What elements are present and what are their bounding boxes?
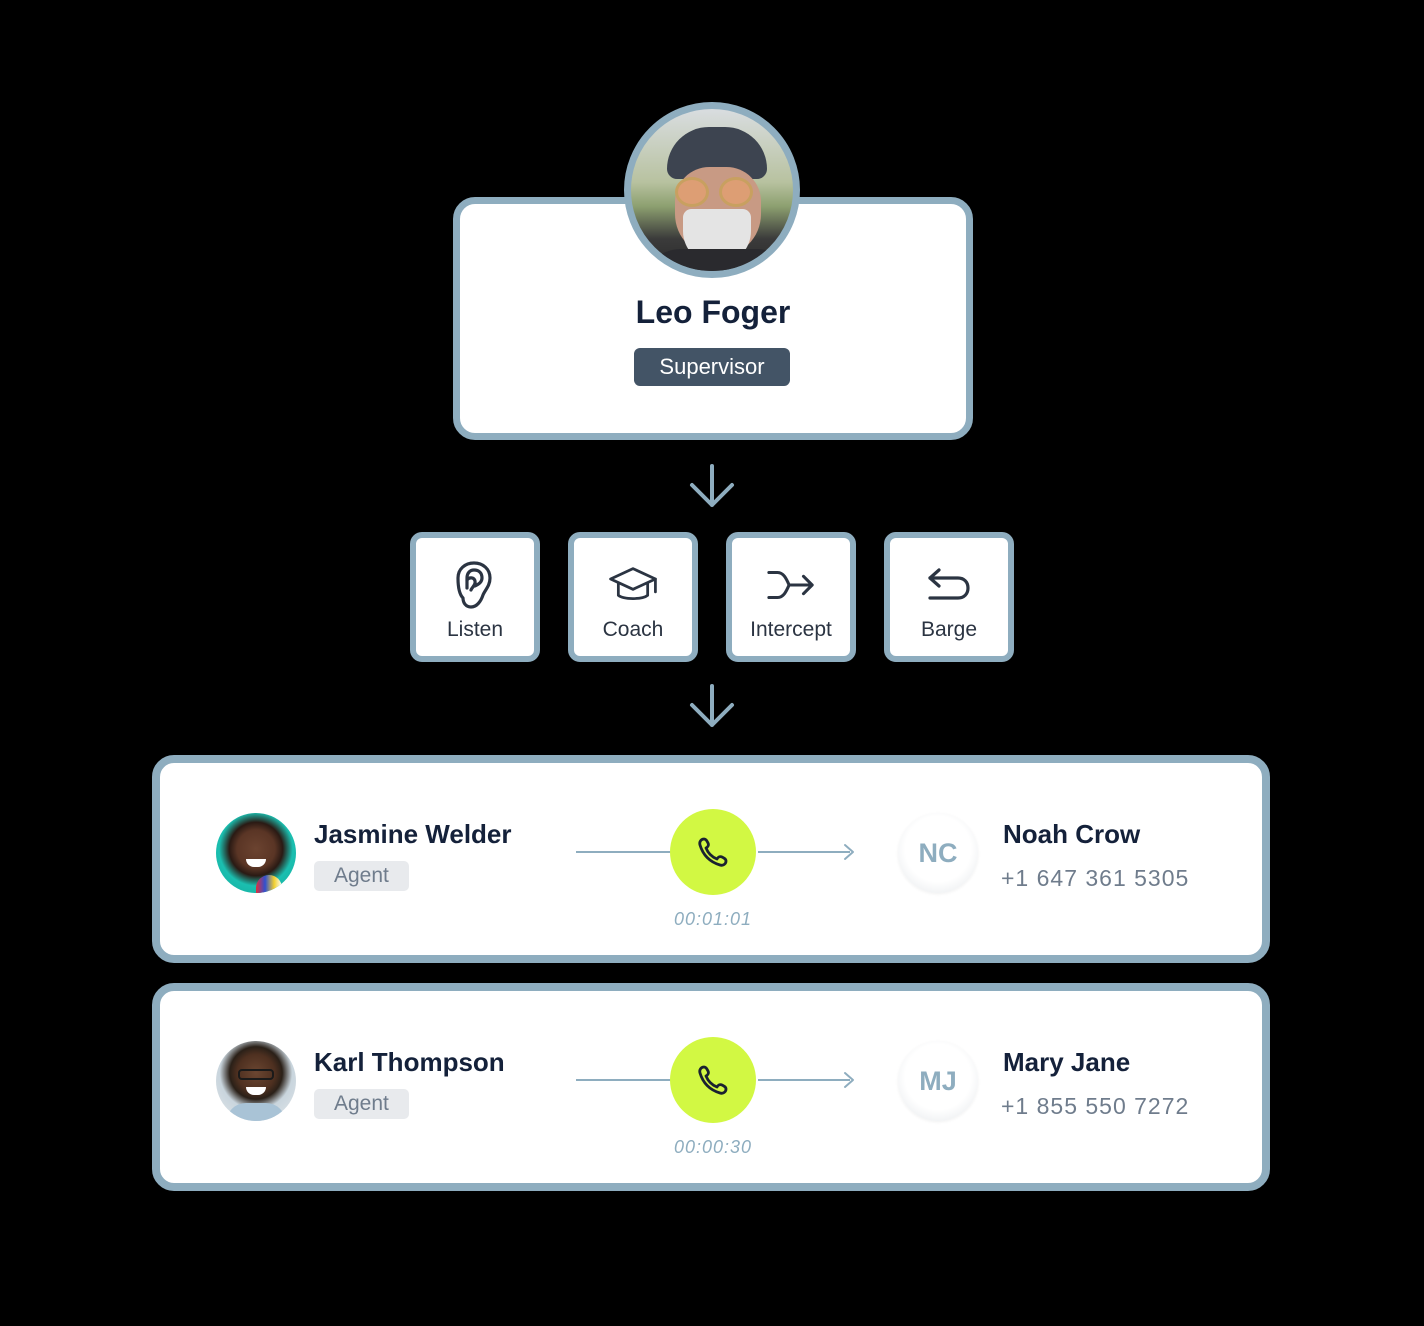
ear-icon (450, 560, 500, 610)
contact-avatar: NC (898, 813, 978, 893)
avatar-glasses-left (675, 177, 709, 207)
avatar-shirt (256, 875, 282, 893)
avatar-smile (246, 1087, 266, 1095)
call-duration: 00:00:30 (673, 1137, 753, 1157)
call-line (758, 851, 850, 853)
call-line (576, 851, 676, 853)
intercept-button[interactable]: Intercept (726, 532, 856, 662)
listen-label: Listen (446, 618, 504, 641)
avatar-glasses (238, 1069, 274, 1080)
call-duration: 00:01:01 (673, 909, 753, 929)
agent-name: Karl Thompson (314, 1047, 505, 1077)
active-call-card[interactable]: Karl Thompson Agent 00:00:30 MJ Mary Jan… (152, 983, 1270, 1191)
phone-icon (698, 1065, 728, 1095)
contact-phone: +1 647 361 5305 (1001, 865, 1190, 891)
contact-avatar: MJ (898, 1041, 978, 1121)
intercept-label: Intercept (750, 618, 832, 641)
arrow-down-icon (690, 684, 734, 727)
active-call-card[interactable]: Jasmine Welder Agent 00:01:01 NC Noah Cr… (152, 755, 1270, 963)
coach-button[interactable]: Coach (568, 532, 698, 662)
phone-icon (698, 837, 728, 867)
barge-button[interactable]: Barge (884, 532, 1014, 662)
avatar-shirt (226, 1103, 286, 1121)
barge-label: Barge (920, 618, 978, 641)
listen-button[interactable]: Listen (410, 532, 540, 662)
arrow-right-icon (844, 1072, 854, 1088)
supervisor-avatar (624, 102, 800, 278)
contact-name: Noah Crow (1003, 819, 1141, 849)
agent-role-badge: Agent (314, 1089, 409, 1119)
supervisor-name: Leo Foger (635, 294, 791, 330)
agent-role-badge: Agent (314, 861, 409, 891)
call-line (758, 1079, 850, 1081)
agent-name: Jasmine Welder (314, 819, 512, 849)
call-button[interactable] (670, 809, 756, 895)
contact-phone: +1 855 550 7272 (1001, 1093, 1190, 1119)
graduation-cap-icon (608, 560, 658, 610)
contact-name: Mary Jane (1003, 1047, 1131, 1077)
supervisor-role-badge: Supervisor (634, 348, 790, 386)
arrow-right-icon (844, 844, 854, 860)
arrow-down-icon (690, 464, 734, 507)
coach-label: Coach (602, 618, 664, 641)
merge-arrow-icon (766, 560, 816, 610)
call-button[interactable] (670, 1037, 756, 1123)
avatar-smile (246, 859, 266, 867)
agent-avatar (216, 813, 296, 893)
avatar-jacket (641, 249, 793, 271)
avatar-glasses-right (719, 177, 753, 207)
call-line (576, 1079, 676, 1081)
return-arrow-icon (924, 560, 974, 610)
agent-avatar (216, 1041, 296, 1121)
